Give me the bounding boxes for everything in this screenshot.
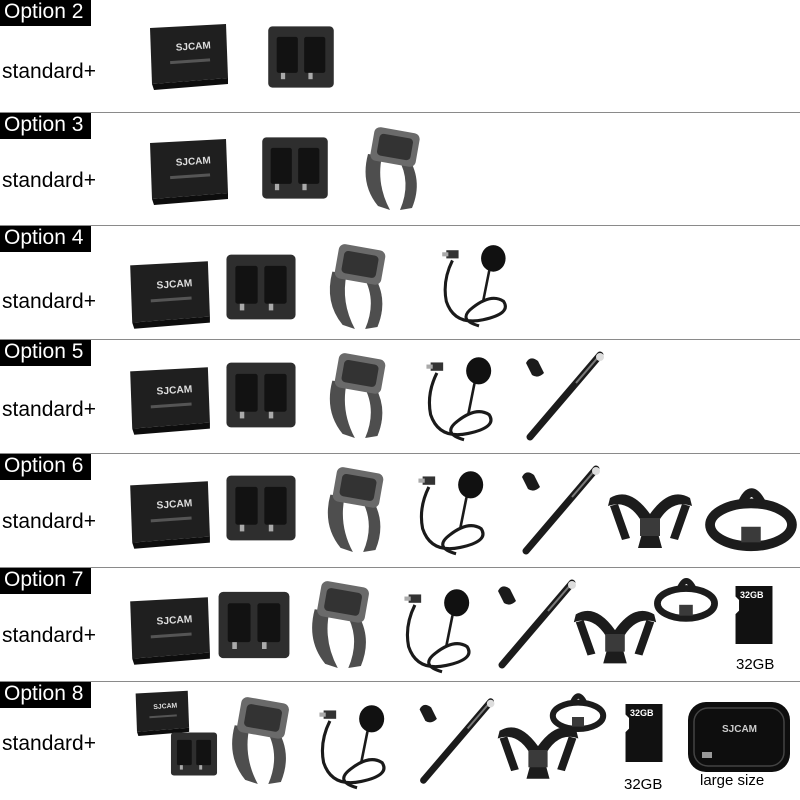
- option-label: Option 2: [0, 0, 92, 26]
- wrist-remote-icon: [354, 121, 434, 217]
- option-label: Option 7: [0, 568, 92, 594]
- option-row: Option 2 standard+: [0, 0, 800, 113]
- sd-card-caption: 32GB: [736, 656, 775, 673]
- option-row: Option 7 standard+ 32GB 32GB: [0, 568, 800, 682]
- lavalier-mic-icon: [392, 584, 490, 678]
- head-strap-icon: [702, 478, 800, 556]
- dual-charger-icon: [214, 584, 294, 666]
- standard-prefix: standard+: [2, 624, 96, 647]
- sd-card-caption: 32GB: [624, 776, 663, 793]
- case-caption: large size: [700, 772, 765, 789]
- battery-box-icon: [122, 476, 214, 550]
- dual-charger-icon: [168, 728, 220, 780]
- option-row: Option 4 standard+: [0, 226, 800, 340]
- option-label: Option 5: [0, 340, 92, 366]
- lavalier-mic-icon: [308, 700, 404, 794]
- head-strap-icon: [548, 686, 608, 736]
- wrist-remote-icon: [300, 574, 384, 676]
- sd-card-icon: 32GB: [622, 700, 666, 766]
- standard-prefix: standard+: [2, 290, 96, 313]
- option-label: Option 8: [0, 682, 92, 708]
- wrist-remote-icon: [220, 688, 304, 794]
- carry-case-icon: SJCAM: [684, 696, 794, 776]
- battery-box-icon: [122, 256, 214, 330]
- dual-charger-icon: [222, 248, 300, 326]
- sd-card-text: 32GB: [740, 590, 764, 600]
- sd-card-icon: 32GB: [732, 582, 776, 648]
- option-label: Option 4: [0, 226, 92, 252]
- chest-harness-icon: [600, 478, 700, 558]
- wrist-remote-icon: [316, 460, 398, 560]
- lavalier-mic-icon: [406, 466, 504, 560]
- option-label: Option 3: [0, 113, 92, 139]
- lavalier-mic-icon: [414, 352, 512, 446]
- standard-prefix: standard+: [2, 60, 96, 83]
- option-row: Option 6 standard+: [0, 454, 800, 568]
- wrist-remote-icon: [318, 346, 400, 446]
- chest-harness-icon: [566, 594, 664, 674]
- option-row: Option 8 standard+ 32GB 32GB SJCAM large…: [0, 682, 800, 800]
- case-brand-text: SJCAM: [722, 724, 758, 735]
- sd-card-text: 32GB: [630, 708, 654, 718]
- battery-box-icon: [142, 135, 232, 205]
- standard-prefix: standard+: [2, 398, 96, 421]
- option-row: Option 3 standard+: [0, 113, 800, 226]
- battery-box-icon: [122, 362, 214, 436]
- battery-box-icon: [122, 592, 214, 666]
- option-row: Option 5 standard+: [0, 340, 800, 454]
- selfie-stick-icon: [516, 344, 616, 448]
- standard-prefix: standard+: [2, 732, 96, 755]
- head-strap-icon: [652, 570, 720, 626]
- dual-charger-icon: [264, 20, 338, 94]
- lavalier-mic-icon: [430, 240, 526, 332]
- option-label: Option 6: [0, 454, 92, 480]
- standard-prefix: standard+: [2, 169, 96, 192]
- dual-charger-icon: [222, 468, 300, 548]
- wrist-remote-icon: [318, 238, 400, 336]
- selfie-stick-icon: [512, 458, 612, 562]
- dual-charger-icon: [258, 131, 332, 205]
- battery-box-icon: [142, 20, 232, 90]
- dual-charger-icon: [222, 356, 300, 434]
- standard-prefix: standard+: [2, 510, 96, 533]
